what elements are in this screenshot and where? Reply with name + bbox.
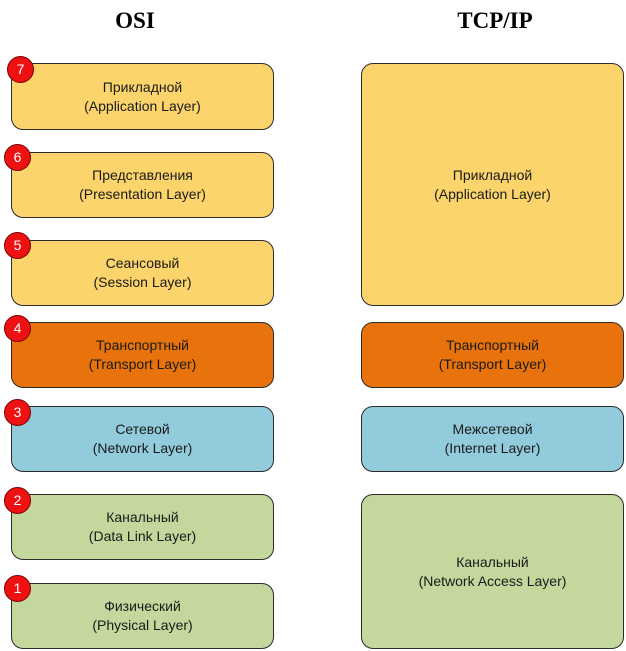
tcp-heading: TCP/IP: [457, 8, 533, 33]
layer-english-name: (Transport Layer): [438, 356, 547, 372]
osi-layer-data-link: Канальный (Data Link Layer): [11, 494, 274, 560]
layer-number-badge: 6: [4, 144, 31, 171]
layer-english-name: (Transport Layer): [88, 356, 197, 372]
tcp-layer-application: Прикладной (Application Layer): [361, 63, 624, 306]
layer-english-name: (Data Link Layer): [88, 528, 197, 544]
layer-name: Транспортный: [96, 337, 189, 353]
layer-number-badge: 3: [4, 399, 31, 426]
layer-english-name: (Application Layer): [434, 185, 551, 202]
layer-name: Канальный: [106, 509, 179, 525]
osi-layer-physical: Физический (Physical Layer): [11, 583, 274, 649]
layer-english-name: (Session Layer): [93, 274, 192, 290]
layer-name: Межсетевой: [452, 421, 533, 437]
layer-number-badge: 1: [4, 575, 31, 602]
layer-number-badge: 7: [7, 56, 34, 83]
layer-name: Прикладной: [102, 78, 183, 95]
tcp-layer-transport: Транспортный (Transport Layer): [361, 322, 624, 388]
layer-name: Сеансовый: [105, 255, 180, 271]
layer-english-name: (Physical Layer): [92, 617, 193, 633]
layer-english-name: (Network Access Layer): [418, 572, 567, 589]
layer-name: Канальный: [456, 553, 529, 570]
osi-layer-application: Прикладной (Application Layer): [11, 63, 274, 130]
osi-layer-transport: Транспортный (Transport Layer): [11, 322, 274, 388]
osi-layer-session: Сеансовый (Session Layer): [11, 240, 274, 306]
tcp-layer-internet: Межсетевой (Internet Layer): [361, 406, 624, 472]
layer-number-badge: 5: [4, 232, 31, 259]
layer-name: Представления: [92, 167, 193, 183]
tcp-layer-network-access: Канальный (Network Access Layer): [361, 494, 624, 649]
layer-name: Прикладной: [452, 166, 533, 183]
layer-english-name: (Network Layer): [92, 440, 193, 456]
osi-heading: OSI: [115, 8, 155, 33]
layer-name: Сетевой: [115, 421, 170, 437]
layer-name: Транспортный: [446, 337, 539, 353]
layer-number-badge: 4: [4, 315, 31, 342]
layer-english-name: (Application Layer): [84, 97, 201, 114]
layer-name: Физический: [104, 598, 181, 614]
layer-number-badge: 2: [4, 487, 31, 514]
layer-english-name: (Presentation Layer): [79, 186, 206, 202]
layer-english-name: (Internet Layer): [444, 440, 541, 456]
osi-layer-presentation: Представления (Presentation Layer): [11, 152, 274, 218]
osi-layer-network: Сетевой (Network Layer): [11, 406, 274, 472]
